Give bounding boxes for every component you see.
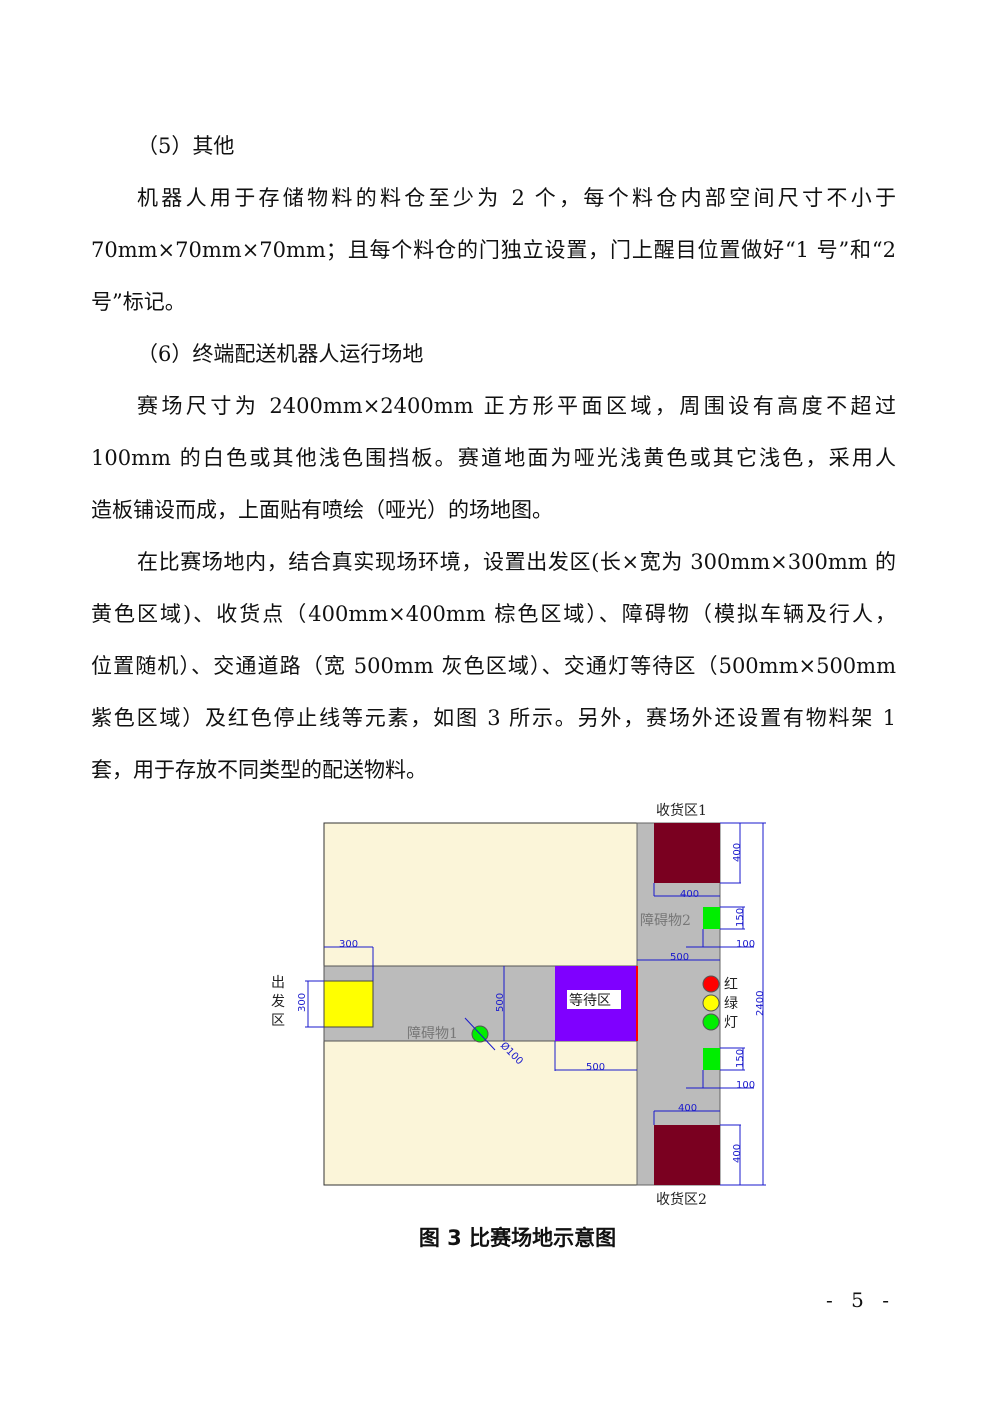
page-number: - 5 - (826, 1288, 895, 1312)
paragraph-line: 紫色区域）及红色停止线等元素，如图 3 所示。另外，赛场外还设置有物料架 1 (91, 706, 896, 730)
yellow-light (702, 994, 720, 1012)
dimension-lines (305, 822, 766, 1186)
dim-2400: 2400 (755, 991, 766, 1016)
dim-400-bottom-width: 400 (678, 1103, 697, 1114)
receive-zone-1-label: 收货区1 (656, 802, 707, 819)
start-zone-label: 发 (271, 994, 285, 1010)
dim-500-road: 500 (495, 993, 506, 1012)
dim-300-side: 300 (297, 993, 308, 1012)
dim-150-top: 150 (735, 908, 746, 927)
paragraph-line: 在比赛场地内，结合真实现场环境，设置出发区(长×宽为 300mm×300mm 的 (137, 550, 896, 574)
heading-5: （5）其他 (137, 134, 235, 158)
obstacle-1-label: 障碍物1 (407, 1026, 458, 1042)
light-label: 灯 (724, 1015, 738, 1031)
light-label: 红 (724, 977, 738, 993)
start-zone-label: 出 (271, 975, 285, 991)
obstacle-2 (703, 907, 720, 929)
green-light (702, 1013, 720, 1031)
paragraph-line: 位置随机）、交通道路（宽 500mm 灰色区域）、交通灯等待区（500mm×50… (91, 654, 896, 678)
paragraph-line: 赛场尺寸为 2400mm×2400mm 正方形平面区域，周围设有高度不超过 (137, 394, 896, 418)
paragraph-line: 号”标记。 (91, 290, 186, 314)
light-label: 绿 (724, 996, 738, 1012)
figure-caption: 图 3 比赛场地示意图 (418, 1226, 617, 1250)
obstacle-3 (703, 1048, 720, 1070)
dim-500-wait: 500 (586, 1062, 605, 1073)
dim-500-road-v: 500 (670, 952, 689, 963)
paragraph-line: 100mm 的白色或其他浅色围挡板。赛道地面为哑光浅黄色或其它浅色，采用人 (91, 446, 896, 470)
receive-zone-2-label: 收货区2 (656, 1191, 707, 1208)
dim-300-top: 300 (339, 939, 358, 950)
receive-zone-1 (654, 823, 720, 883)
receive-zone-2 (654, 1125, 720, 1185)
paragraph-line: 造板铺设而成，上面贴有喷绘（哑光）的场地图。 (91, 498, 553, 522)
dim-400-top-height: 400 (732, 843, 743, 862)
paragraph-line: 黄色区域)、收货点（400mm×400mm 棕色区域）、障碍物（模拟车辆及行人， (91, 602, 896, 626)
paragraph-line: 机器人用于存储物料的料仓至少为 2 个，每个料仓内部空间尺寸不小于 (137, 186, 896, 210)
heading-6: （6）终端配送机器人运行场地 (137, 342, 424, 366)
dim-100-top: 100 (736, 939, 755, 950)
dim-100-bottom: 100 (736, 1080, 755, 1091)
dim-400-top-width: 400 (680, 889, 699, 900)
dim-400-bottom-height: 400 (732, 1144, 743, 1163)
wait-label-bg (567, 990, 621, 1009)
red-light (702, 975, 720, 993)
dim-150-bottom: 150 (735, 1049, 746, 1068)
paragraph-line: 套，用于存放不同类型的配送物料。 (91, 758, 427, 782)
wait-zone-label: 等待区 (569, 992, 611, 1009)
start-zone-label: 区 (271, 1013, 285, 1029)
start-zone (323, 980, 374, 1028)
obstacle-2-label: 障碍物2 (640, 913, 691, 929)
paragraph-line: 70mm×70mm×70mm；且每个料仓的门独立设置，门上醒目位置做好“1 号”… (91, 238, 896, 262)
